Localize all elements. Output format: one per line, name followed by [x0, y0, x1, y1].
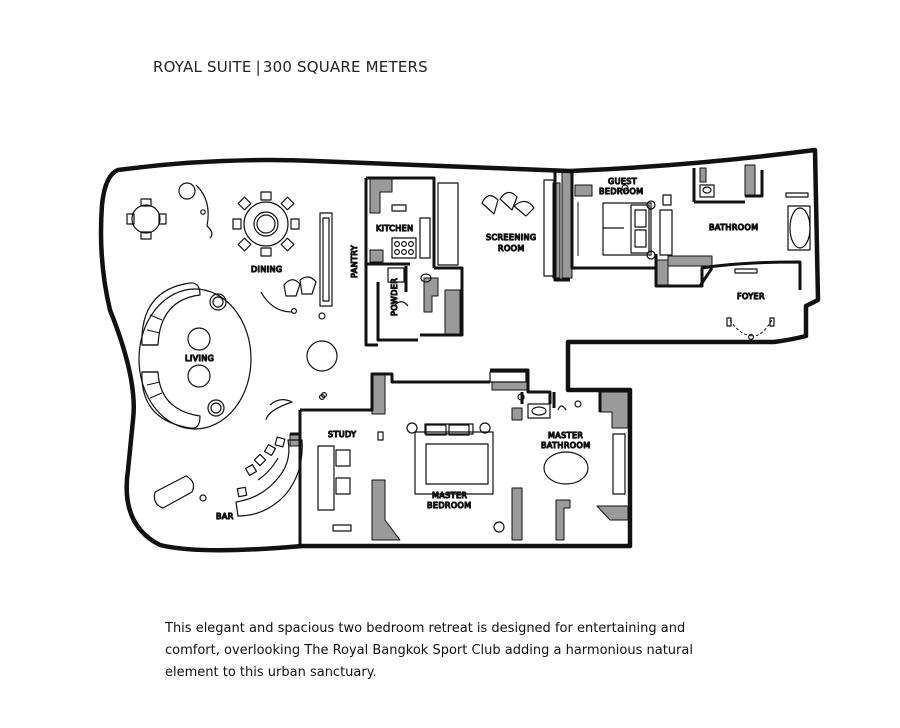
master-bedroom-furniture [377, 422, 505, 533]
suite-name: ROYAL SUITE [153, 58, 252, 76]
master-bedroom-label-1: MASTER [432, 491, 467, 500]
suite-description: This elegant and spacious two bedroom re… [165, 621, 693, 680]
screening-room-label-1: SCREENING [486, 233, 536, 242]
suite-area: 300 SQUARE METERS [262, 58, 428, 76]
wall-fills [289, 164, 756, 541]
screening-room-label-2: ROOM [498, 244, 525, 253]
master-bathroom-fixtures [517, 393, 589, 485]
living-furniture [138, 282, 338, 430]
title-separator: | [255, 58, 261, 76]
guest-bedroom-furniture [577, 184, 673, 260]
bar-furniture [153, 399, 303, 517]
foyer-label: FOYER [737, 292, 765, 301]
guest-bedroom-label-1: GUEST [608, 177, 637, 186]
kitchen-fixtures [387, 204, 432, 307]
breakfast-table [126, 182, 213, 240]
page-title: ROYAL SUITE|300 SQUARE METERS [153, 58, 428, 76]
living-label: LIVING [185, 354, 214, 363]
guest-bathroom-label: BATHROOM [709, 223, 759, 232]
dining-label: DINING [251, 265, 282, 274]
guest-bathroom-fixtures [699, 184, 811, 251]
master-bathroom-label-2: BATHROOM [541, 441, 591, 450]
interior-walls [290, 168, 802, 546]
guest-bedroom-label-2: BEDROOM [599, 187, 644, 196]
master-bedroom-label-2: BEDROOM [427, 501, 472, 510]
master-bathroom-label-1: MASTER [548, 431, 583, 440]
pantry-chairs [260, 276, 326, 320]
room-labels: KITCHEN SCREENING ROOM GUEST BEDROOM BAT… [184, 176, 765, 521]
powder-label: POWDER [390, 278, 399, 316]
study-label: STUDY [328, 430, 356, 439]
study-furniture [317, 392, 352, 532]
outer-walls [98, 147, 821, 553]
window-partitions [319, 179, 809, 495]
pantry-label: PANTRY [350, 245, 359, 278]
foyer-door-posts [726, 317, 775, 341]
dining-furniture [232, 191, 300, 257]
bar-label: BAR [216, 512, 234, 521]
screening-chairs [481, 191, 535, 217]
kitchen-label: KITCHEN [376, 224, 413, 233]
foyer-doors [729, 319, 773, 337]
